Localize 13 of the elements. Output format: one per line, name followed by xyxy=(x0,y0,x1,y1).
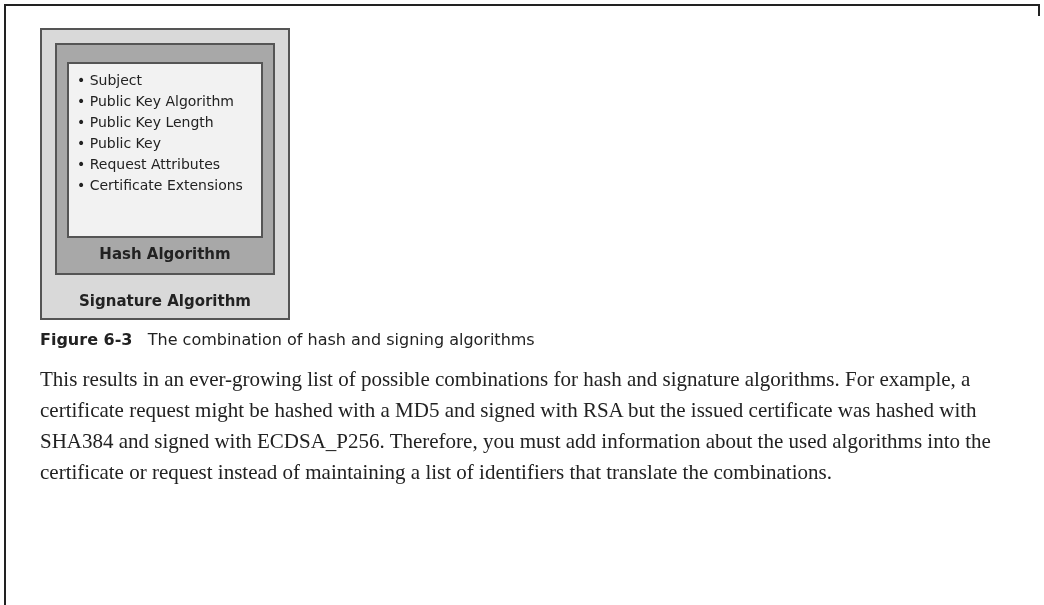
box-title: Signature Algorithm xyxy=(78,292,252,310)
box-title: Hash Algorithm xyxy=(98,245,232,263)
list-item: • Public Key Length xyxy=(77,113,215,132)
figure-caption: Figure 6-3 The combination of hash and signing algorithms xyxy=(40,330,535,349)
list-item: • Subject xyxy=(77,71,144,90)
inner-box xyxy=(67,62,263,238)
list-item: • Public Key Algorithm xyxy=(77,92,235,111)
outer-box xyxy=(40,28,290,320)
list-item: • Public Key xyxy=(77,134,162,153)
list-item: • Certificate Extensions xyxy=(77,176,244,195)
body-paragraph: This results in an ever-growing list of possible combinations for hash and signature algorithms. For example, a certificate request might be hashed with a MD5 and signed with RSA but the issued certificate was hashed with SHA384 and signed with ECDSA_P256. Therefore, you must add information about the used algorithms into the certificate or request instead of maintaining a list of identifiers that translate the combinations. xyxy=(40,366,992,486)
list-item: • Request Attributes xyxy=(77,155,222,174)
middle-box xyxy=(55,43,275,275)
